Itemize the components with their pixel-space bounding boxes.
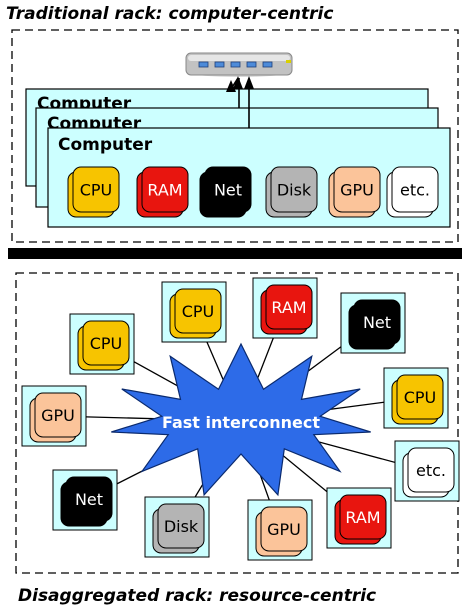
resource-chip-gpu-bottom-label: GPU	[267, 520, 301, 539]
interconnect-label: Fast interconnect	[162, 413, 320, 432]
computer-chip-gpu: GPU	[328, 166, 381, 218]
resource-node-gpu-left: GPU	[21, 385, 87, 447]
resource-chip-ram-top-label: RAM	[271, 298, 306, 317]
computer-chip-disk-body	[270, 166, 318, 213]
resource-chip-etc-right: etc.	[402, 447, 455, 498]
resource-chip-ram-bottom-right-label: RAM	[345, 508, 380, 527]
computer-chip-net-body	[204, 166, 252, 213]
resource-chip-net-top-right-body	[353, 299, 401, 345]
resource-chip-net-bottom-left: Net	[60, 476, 113, 527]
resource-chip-cpu-right-body	[396, 374, 444, 420]
computer-chip-etc-label: etc.	[400, 181, 430, 200]
resource-node-net-top-right: Net	[340, 292, 406, 354]
resource-chip-net-top-right-label: Net	[363, 313, 391, 332]
resource-node-cpu-top: CPU	[161, 281, 227, 343]
resource-chip-disk-bottom-label: Disk	[164, 517, 199, 536]
computer-chip-gpu-body	[333, 166, 381, 213]
computer-chip-ram-body	[141, 166, 189, 213]
resource-chip-net-top-right: Net	[348, 299, 401, 350]
computer-chip-cpu-label: CPU	[80, 181, 113, 200]
resource-chip-cpu-upper-left-label: CPU	[90, 334, 123, 353]
resource-chip-cpu-right-label: CPU	[404, 388, 437, 407]
resource-chip-disk-bottom: Disk	[152, 503, 205, 554]
computer-chip-net-label: Net	[214, 181, 242, 200]
computer-chip-gpu-label: GPU	[340, 181, 374, 200]
disaggregated-rack-caption: Disaggregated rack: resource-centric	[18, 586, 376, 606]
resource-chip-cpu-top-label: CPU	[182, 302, 215, 321]
computer-chip-net: Net	[199, 166, 252, 218]
resource-node-disk-bottom: Disk	[144, 496, 210, 558]
disaggregated-rack-border	[15, 272, 459, 574]
resource-node-gpu-bottom: GPU	[247, 499, 313, 561]
traditional-rack-caption: Traditional rack: computer-centric	[6, 4, 333, 24]
resource-node-ram-top: RAM	[252, 277, 318, 339]
resource-chip-disk-bottom-body	[157, 503, 205, 549]
resource-chip-ram-bottom-right-body	[339, 494, 387, 540]
computer-chip-etc-body	[391, 166, 439, 213]
computer-chip-etc: etc.	[386, 166, 439, 218]
resource-chip-ram-top-body	[265, 284, 313, 330]
resource-node-ram-bottom-right: RAM	[326, 487, 392, 549]
resource-chip-gpu-bottom: GPU	[255, 506, 308, 557]
resource-node-cpu-right: CPU	[383, 367, 449, 429]
interconnect-starburst	[111, 342, 371, 497]
resource-chip-etc-right-body	[407, 447, 455, 493]
resource-chip-cpu-upper-left: CPU	[77, 320, 130, 371]
resource-chip-gpu-left-body	[34, 392, 82, 438]
uplink-arrowheads	[226, 76, 254, 92]
resource-chip-net-bottom-left-label: Net	[75, 490, 103, 509]
traditional-rack-border	[11, 29, 459, 243]
resource-chip-gpu-bottom-body	[260, 506, 308, 552]
resource-node-net-bottom-left: Net	[52, 469, 118, 531]
resource-node-cpu-upper-left: CPU	[69, 313, 135, 375]
resource-chip-gpu-left: GPU	[29, 392, 82, 443]
resource-chip-net-bottom-left-body	[65, 476, 113, 522]
section-divider	[8, 248, 462, 259]
computer-resources: CPU RAM Net Disk GPU etc.	[67, 166, 439, 218]
resource-chip-ram-bottom-right: RAM	[334, 494, 387, 545]
resource-chip-gpu-left-label: GPU	[41, 406, 75, 425]
computer-chip-disk: Disk	[265, 166, 318, 218]
resource-chip-cpu-right: CPU	[391, 374, 444, 425]
network-switch-icon	[185, 52, 293, 77]
resource-chip-cpu-top: CPU	[169, 288, 222, 339]
resource-node-etc-right: etc.	[394, 440, 460, 502]
computer-label-front: Computer	[58, 135, 153, 155]
resource-chip-cpu-top-body	[174, 288, 222, 334]
computer-chip-ram-label: RAM	[147, 181, 182, 200]
computer-chip-cpu: CPU	[67, 166, 120, 218]
computer-chip-disk-label: Disk	[277, 181, 312, 200]
computer-chip-cpu-body	[72, 166, 120, 213]
computer-chip-ram: RAM	[136, 166, 189, 218]
resource-chip-ram-top: RAM	[260, 284, 313, 335]
resource-chip-etc-right-label: etc.	[416, 461, 446, 480]
resource-chip-cpu-upper-left-body	[82, 320, 130, 366]
fast-interconnect-hub: Fast interconnect	[111, 342, 371, 497]
